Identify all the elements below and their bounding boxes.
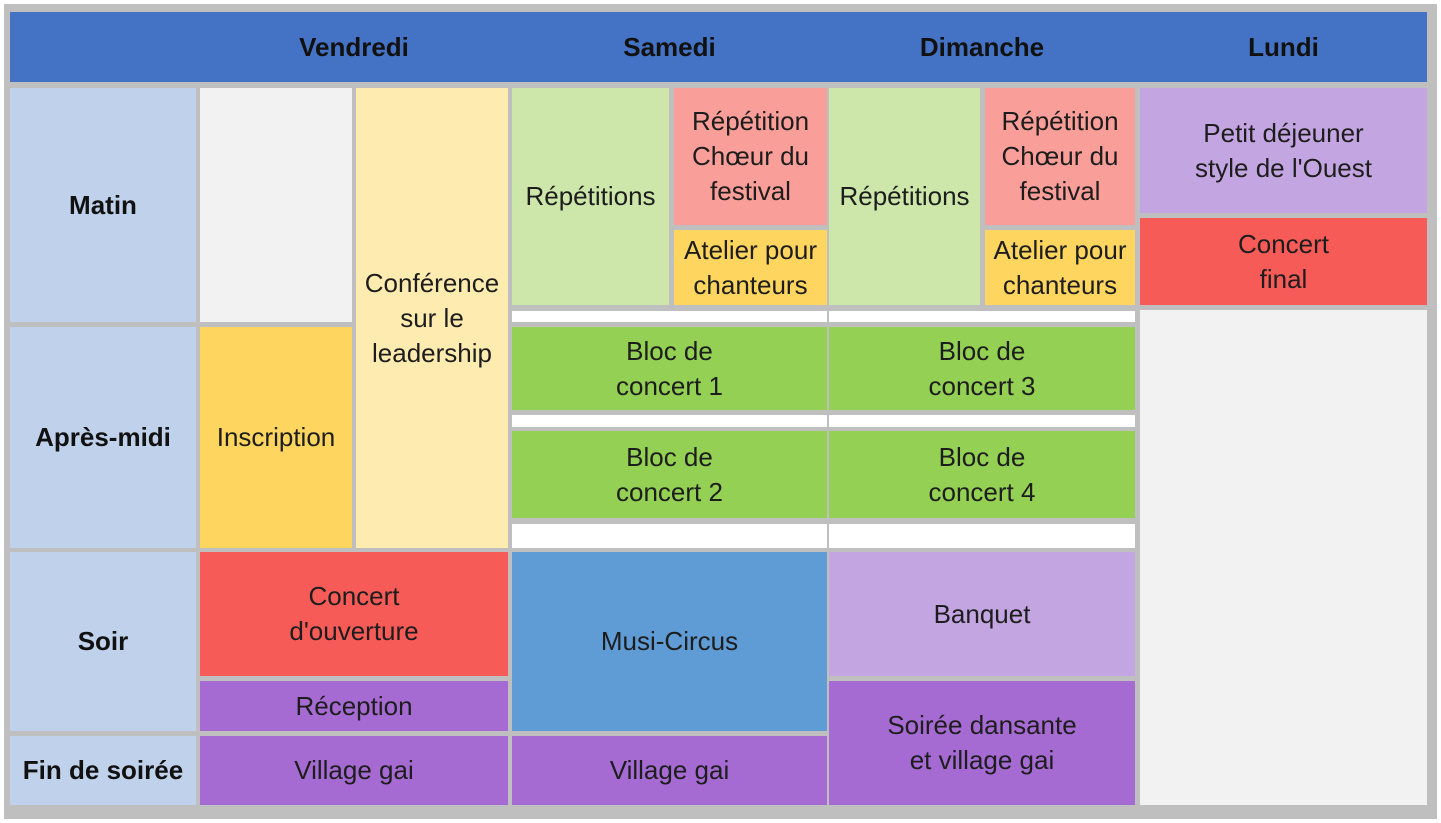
- gap-strip-dimanche-3: [829, 524, 1135, 548]
- event-concert-final: Concert final: [1140, 218, 1427, 305]
- event-bloc-concert-4: Bloc de concert 4: [829, 431, 1135, 518]
- event-reception: Réception: [200, 681, 508, 731]
- event-atelier-chanteurs-dimanche: Atelier pour chanteurs: [985, 230, 1135, 305]
- header-day-dimanche: Dimanche: [919, 31, 1045, 62]
- header-day-vendredi: Vendredi: [299, 31, 409, 62]
- row-label-matin: Matin: [10, 88, 196, 322]
- header-bar: [10, 12, 1427, 82]
- event-repetition-choeur-samedi: Répétition Chœur du festival: [674, 88, 827, 225]
- event-repetitions-dimanche: Répétitions: [829, 88, 980, 305]
- event-banquet: Banquet: [829, 552, 1135, 676]
- gap-strip-dimanche-2: [829, 415, 1135, 427]
- header-day-samedi: Samedi: [623, 31, 716, 62]
- row-label-apres-midi: Après-midi: [10, 327, 196, 548]
- row-label-fin-de-soiree: Fin de soirée: [10, 736, 196, 805]
- event-village-gai-vendredi: Village gai: [200, 736, 508, 805]
- event-concert-ouverture: Concert d'ouverture: [200, 552, 508, 676]
- event-repetition-choeur-dimanche: Répétition Chœur du festival: [985, 88, 1135, 225]
- gap-strip-samedi-2: [512, 415, 827, 427]
- gap-strip-samedi-1: [512, 311, 827, 322]
- event-soiree-dansante: Soirée dansante et village gai: [829, 681, 1135, 805]
- event-bloc-concert-3: Bloc de concert 3: [829, 327, 1135, 410]
- cell-lundi-empty: [1140, 310, 1427, 805]
- event-bloc-concert-1: Bloc de concert 1: [512, 327, 827, 410]
- event-bloc-concert-2: Bloc de concert 2: [512, 431, 827, 518]
- event-village-gai-samedi: Village gai: [512, 736, 827, 805]
- event-inscription: Inscription: [200, 327, 352, 548]
- event-conference-leadership: Conférence sur le leadership: [356, 88, 508, 548]
- row-label-soir: Soir: [10, 552, 196, 731]
- event-petit-dejeuner: Petit déjeuner style de l'Ouest: [1140, 88, 1427, 213]
- gap-strip-dimanche-1: [829, 311, 1135, 322]
- event-repetitions-samedi: Répétitions: [512, 88, 669, 305]
- cell-vendredi-matin-empty: [200, 88, 352, 322]
- header-day-lundi: Lundi: [1248, 31, 1319, 62]
- event-musi-circus: Musi-Circus: [512, 552, 827, 731]
- gap-strip-samedi-3: [512, 524, 827, 548]
- event-atelier-chanteurs-samedi: Atelier pour chanteurs: [674, 230, 827, 305]
